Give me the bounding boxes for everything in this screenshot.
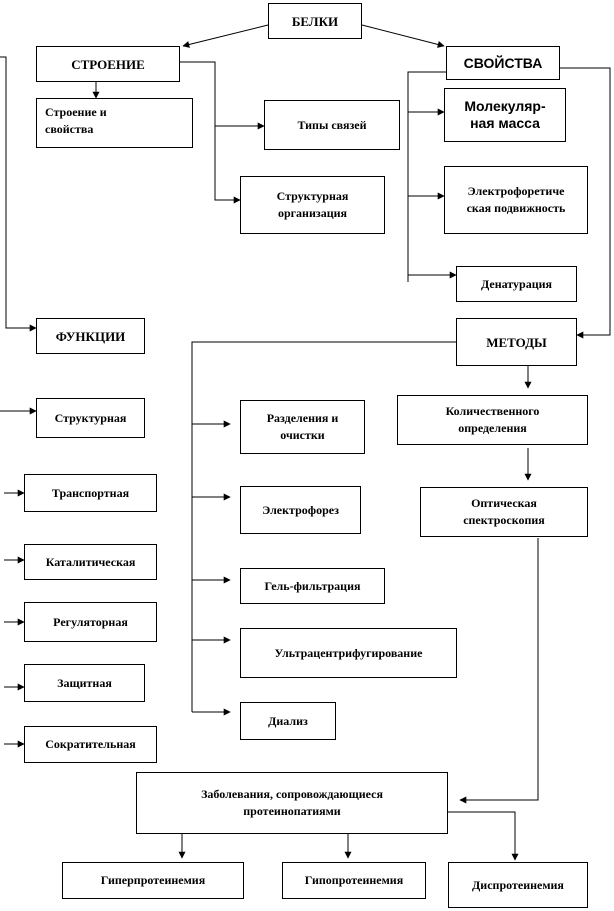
function-item-structural: Структурная bbox=[36, 398, 145, 438]
disease-item-hyperproteinemia: Гиперпротеинемия bbox=[62, 862, 244, 899]
method-item-ultracentrifugation: Ультрацентрифугирование bbox=[240, 628, 457, 678]
property-item-denaturation: Денатурация bbox=[456, 266, 577, 302]
functions-heading-box: ФУНКЦИИ bbox=[36, 318, 145, 354]
method-item-gel-filtration: Гель-фильтрация bbox=[240, 568, 385, 604]
structure-item-properties: Строение и свойства bbox=[36, 98, 193, 148]
function-item-contractile: Сократительная bbox=[24, 726, 157, 763]
properties-heading-box: СВОЙСТВА bbox=[446, 46, 560, 80]
property-item-molecular-mass: Молекуляр- ная масса bbox=[444, 88, 566, 142]
method-item-electrophoresis: Электрофорез bbox=[240, 486, 361, 534]
diseases-heading-box: Заболевания, сопровождающиеся протеинопа… bbox=[136, 772, 448, 834]
method-optical-spectroscopy-box: Оптическая спектроскопия bbox=[420, 487, 588, 537]
property-item-electrophoretic-mobility: Электрофоретиче ская подвижность bbox=[444, 166, 588, 234]
method-item-dialysis: Диализ bbox=[240, 702, 336, 740]
structure-item-organization: Структурная организация bbox=[240, 176, 385, 234]
method-item-separation: Разделения и очистки bbox=[240, 400, 365, 454]
structure-item-bond-types: Типы связей bbox=[264, 100, 400, 150]
structure-heading-box: СТРОЕНИЕ bbox=[36, 46, 180, 82]
methods-heading-box: МЕТОДЫ bbox=[456, 318, 577, 366]
root-box-proteins: БЕЛКИ bbox=[268, 3, 362, 39]
function-item-catalytic: Каталитическая bbox=[24, 544, 157, 580]
disease-item-dysproteinemia: Диспротеинемия bbox=[448, 862, 588, 908]
function-item-protective: Защитная bbox=[24, 664, 145, 702]
function-item-regulatory: Регуляторная bbox=[24, 602, 157, 642]
method-quantitative-box: Количественного определения bbox=[397, 395, 588, 445]
function-item-transport: Транспортная bbox=[24, 474, 157, 512]
disease-item-hypoproteinemia: Гипопротеинемия bbox=[282, 862, 426, 899]
